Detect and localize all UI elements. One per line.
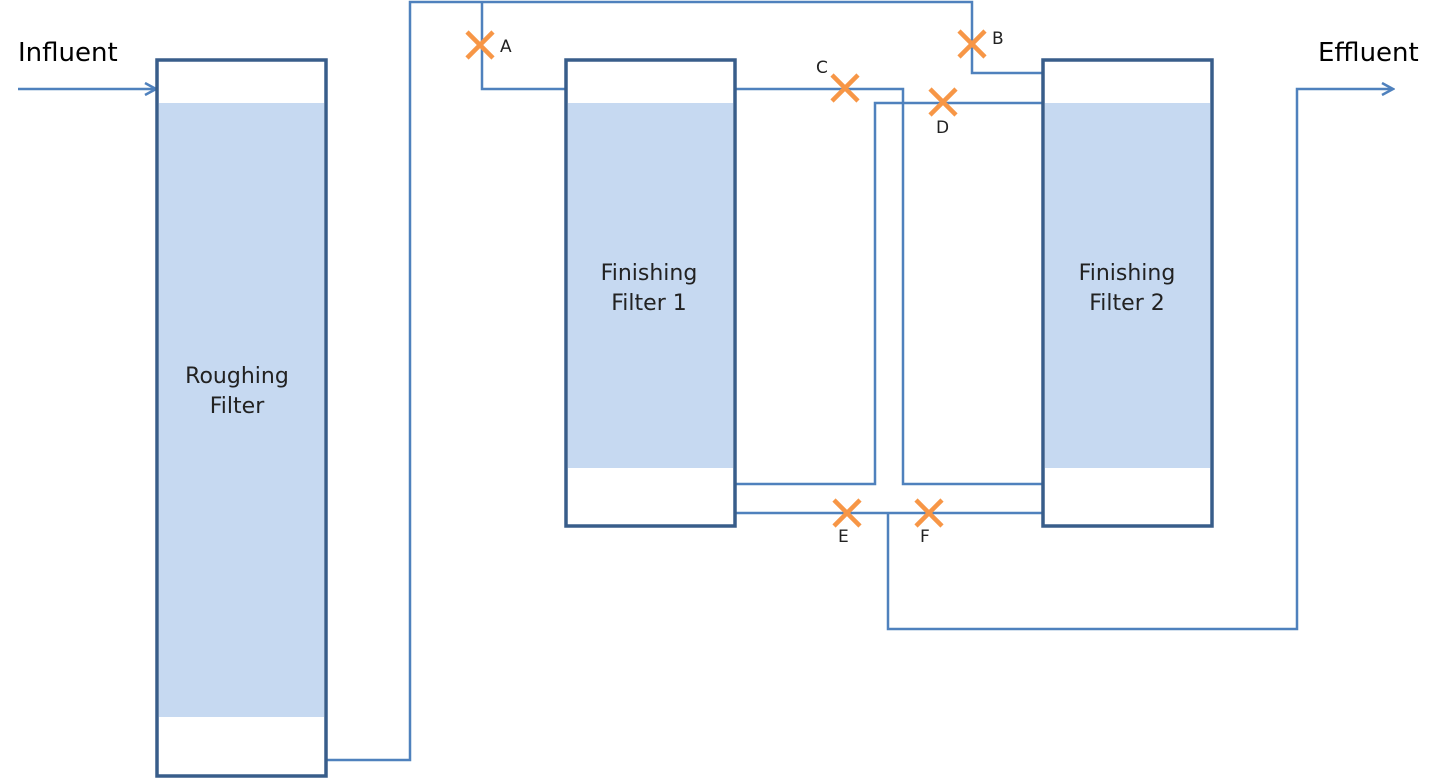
finishing-filter-1-label-line2: Filter 1 bbox=[611, 291, 686, 316]
valve-e[interactable]: E bbox=[832, 498, 862, 547]
valve-f-icon bbox=[914, 498, 944, 528]
finishing-filter-2-label-line2: Filter 2 bbox=[1089, 291, 1164, 316]
finishing-filter-2: Finishing Filter 2 bbox=[1041, 58, 1214, 528]
effluent-label: Effluent bbox=[1318, 38, 1419, 68]
effluent-pipe bbox=[886, 89, 1393, 631]
pipes bbox=[18, 0, 1393, 762]
finishing-filter-1-inlet-pipe bbox=[480, 2, 566, 91]
roughing-filter: Roughing Filter bbox=[155, 58, 328, 778]
valve-c-label: C bbox=[816, 58, 828, 78]
valve-a-icon bbox=[465, 30, 495, 60]
roughing-outlet-pipe bbox=[326, 0, 1042, 762]
roughing-filter-label-line2: Filter bbox=[210, 394, 265, 419]
influent-label: Influent bbox=[18, 38, 118, 68]
valve-e-icon bbox=[832, 498, 862, 528]
valve-b-label: B bbox=[992, 29, 1004, 49]
valve-d-icon bbox=[928, 87, 958, 117]
valve-a[interactable]: A bbox=[465, 30, 512, 60]
finishing-filter-2-media bbox=[1045, 103, 1210, 468]
valve-c-icon bbox=[830, 73, 860, 103]
finishing-filter-1-label-line1: Finishing bbox=[601, 261, 698, 286]
finishing-filter-1: Finishing Filter 1 bbox=[564, 58, 737, 528]
valve-e-label: E bbox=[838, 527, 849, 547]
valve-b[interactable]: B bbox=[957, 29, 1004, 59]
valve-d-label: D bbox=[936, 118, 949, 138]
valve-f[interactable]: F bbox=[914, 498, 944, 547]
filter-1-top-to-filter-2-bottom-pipe bbox=[736, 87, 1042, 486]
valve-b-icon bbox=[957, 29, 987, 59]
valve-d[interactable]: D bbox=[928, 87, 958, 138]
finishing-filter-2-label-line1: Finishing bbox=[1079, 261, 1176, 286]
valve-c[interactable]: C bbox=[816, 58, 860, 103]
roughing-filter-label-line1: Roughing bbox=[185, 364, 289, 389]
finishing-filter-1-media bbox=[568, 103, 733, 468]
roughing-filter-media bbox=[159, 103, 324, 717]
valve-a-label: A bbox=[500, 37, 512, 57]
filter-1-bottom-to-filter-2-top-pipe bbox=[736, 101, 1042, 486]
valve-f-label: F bbox=[920, 527, 930, 547]
